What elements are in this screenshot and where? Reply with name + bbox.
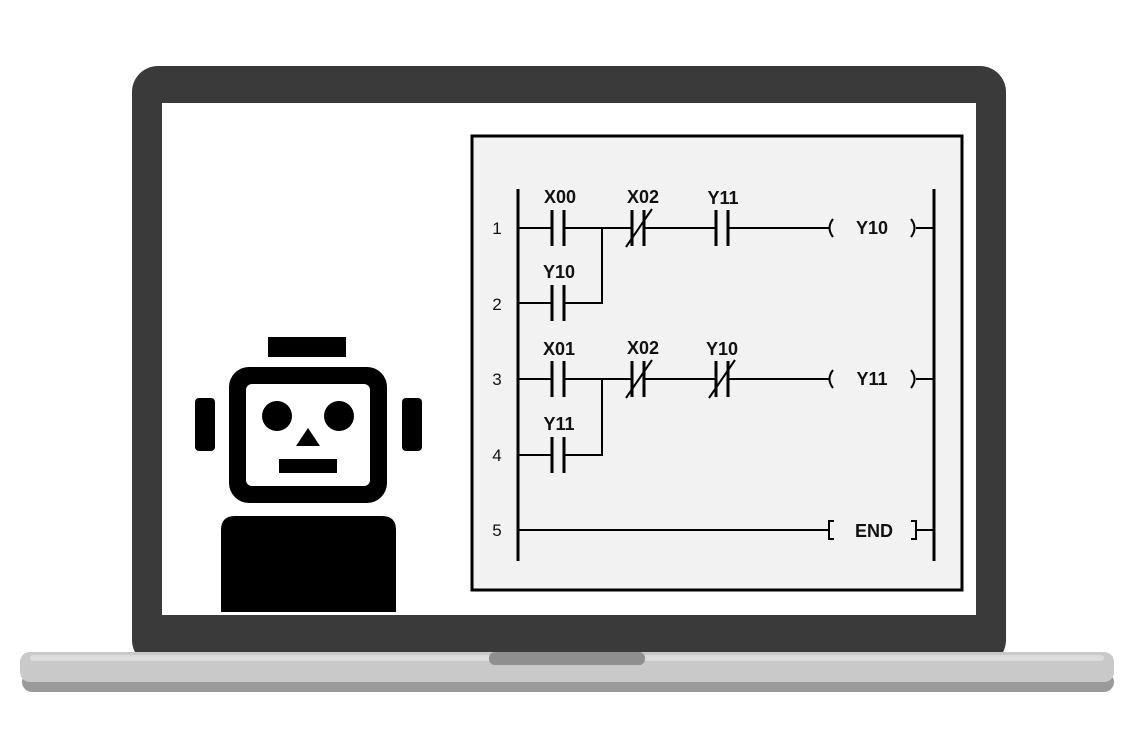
end-bracket-left: [828, 520, 834, 540]
rung-number: 5: [492, 521, 501, 540]
rung-2: 2 Y10: [492, 228, 603, 321]
rung-1: 1 X00 X02 Y11 Y10: [492, 187, 934, 248]
contact-label: X00: [544, 187, 576, 207]
nc-slash: [625, 359, 653, 399]
contact-label: X02: [627, 187, 659, 207]
robot-ear-left: [195, 398, 215, 451]
robot-antenna: [268, 337, 346, 357]
contact-label: X01: [543, 339, 575, 359]
contact-label: Y11: [707, 188, 738, 208]
coil-label: Y10: [856, 218, 888, 238]
rung-3: 3 X01 X02 Y10 Y11: [492, 338, 934, 399]
contact-label: Y10: [706, 339, 738, 359]
coil-label: Y11: [856, 369, 887, 389]
robot-eye-right: [324, 401, 354, 431]
rung-number: 4: [492, 446, 501, 465]
end-instruction: END: [855, 521, 893, 541]
rung-4: 4 Y11: [492, 379, 603, 473]
laptop-notch: [489, 652, 645, 665]
coil-right: [910, 369, 916, 389]
coil-right: [910, 218, 916, 238]
rung-number: 2: [492, 295, 501, 314]
robot-nose: [296, 428, 320, 446]
robot-body: [221, 516, 396, 612]
rung-number: 1: [492, 219, 501, 238]
robot-ear-right: [402, 398, 422, 451]
robot-eye-left: [262, 401, 292, 431]
coil-left: [828, 218, 834, 238]
contact-label: X02: [627, 338, 659, 358]
contact-label: Y11: [543, 414, 574, 434]
ladder-diagram: 1 X00 X02 Y11 Y10 2 Y10: [470, 134, 964, 592]
contact-label: Y10: [543, 262, 575, 282]
nc-slash: [625, 208, 653, 248]
robot-icon: [195, 337, 422, 612]
rung-5: 5 END: [492, 520, 934, 541]
robot-mouth: [279, 459, 337, 473]
coil-left: [828, 369, 834, 389]
rung-number: 3: [492, 370, 501, 389]
nc-slash: [708, 359, 736, 399]
